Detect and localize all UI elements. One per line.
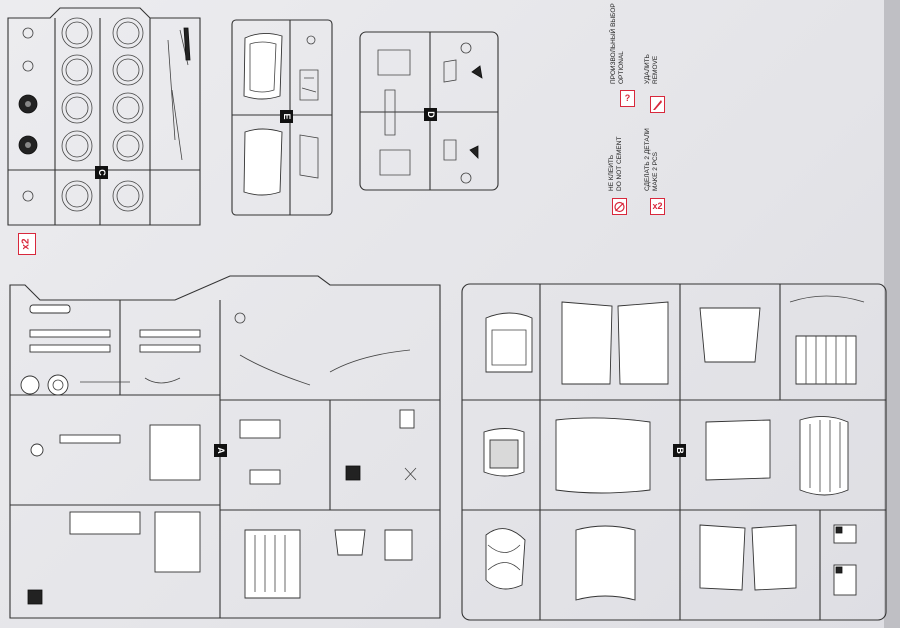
sprue-a-letter: A xyxy=(214,444,227,457)
page-edge-shadow xyxy=(884,0,900,628)
sprue-a-parts xyxy=(20,304,417,605)
dark-hubs xyxy=(18,94,38,155)
legend-make-2-en: MAKE 2 PCS xyxy=(652,151,659,191)
legend-do-not-cement: НЕ КЛЕИТЬ DO NOT CEMENT xyxy=(608,137,624,191)
legend-make-2: СДЕЛАТЬ 2 ДЕТАЛИ MAKE 2 PCS xyxy=(644,128,660,191)
knife-icon xyxy=(650,96,665,113)
legend-remove: УДАЛИТЬ REMOVE xyxy=(644,54,660,84)
legend-optional-en: OPTIONAL xyxy=(618,51,625,84)
no-glue-icon xyxy=(612,198,627,215)
sprue-c xyxy=(7,7,201,226)
sprue-a xyxy=(9,275,441,619)
quantity-badge: x2 xyxy=(18,233,36,255)
legend-optional-ru: ПРОИЗВОЛЬНЫЙ ВЫБОР xyxy=(610,3,617,84)
sprue-b-letter: B xyxy=(673,444,686,457)
optional-icon: ? xyxy=(620,90,635,107)
sprue-c-letter: C xyxy=(95,166,108,179)
sprue-b xyxy=(461,283,887,621)
sprue-d-letter: D xyxy=(424,108,437,121)
legend-optional: ПРОИЗВОЛЬНЫЙ ВЫБОР OPTIONAL xyxy=(610,3,626,84)
legend-do-not-cement-ru: НЕ КЛЕИТЬ xyxy=(608,154,615,191)
sprue-e-letter: E xyxy=(280,110,293,123)
legend-do-not-cement-en: DO NOT CEMENT xyxy=(616,136,623,191)
legend-remove-ru: УДАЛИТЬ xyxy=(644,54,651,84)
legend-make-2-ru: СДЕЛАТЬ 2 ДЕТАЛИ xyxy=(644,128,651,191)
make-2-icon: x2 xyxy=(650,198,665,215)
sprue-b-parts xyxy=(483,295,865,601)
wheel-rings xyxy=(61,17,144,212)
legend-remove-en: REMOVE xyxy=(652,55,659,84)
